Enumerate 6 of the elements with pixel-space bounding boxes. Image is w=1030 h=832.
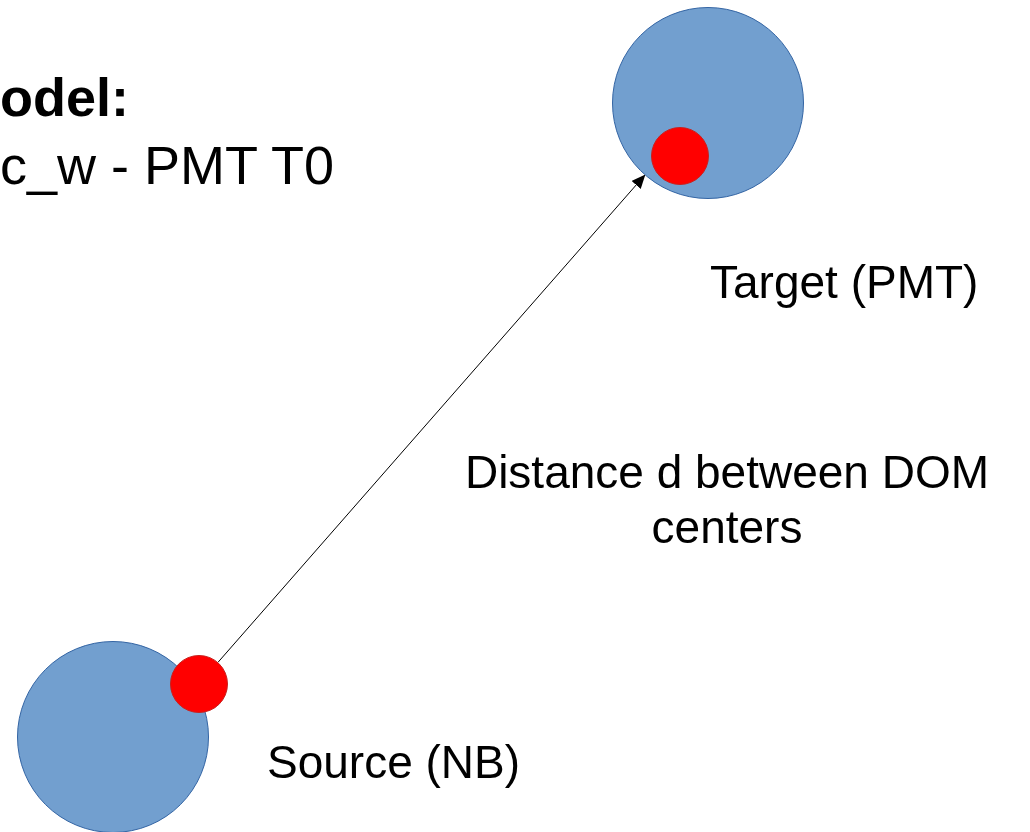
arrow — [217, 174, 646, 663]
node-caption: Source (NB) — [267, 735, 521, 790]
heading-text: c_w - PMT T0 — [0, 134, 335, 197]
node-caption: Target (PMT) — [710, 255, 979, 310]
sensor-dot — [170, 655, 228, 713]
heading-text: odel: — [0, 66, 129, 129]
